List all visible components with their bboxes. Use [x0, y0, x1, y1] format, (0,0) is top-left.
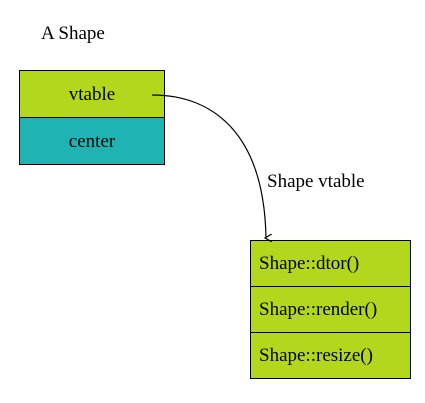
- object-field-vtable: vtable: [19, 70, 165, 118]
- vtable-entry-render-label: Shape::render(): [259, 299, 378, 320]
- shape-object-title: A Shape: [41, 23, 105, 44]
- vtable-entry-dtor-label: Shape::dtor(): [259, 253, 360, 274]
- object-field-center: center: [19, 117, 165, 165]
- vtable-entry-render: Shape::render(): [250, 286, 411, 333]
- object-field-center-label: center: [68, 130, 116, 152]
- object-field-vtable-label: vtable: [68, 83, 116, 105]
- vtable-entry-dtor: Shape::dtor(): [250, 240, 411, 287]
- vtable-pointer-curve: [151, 94, 266, 238]
- vtable-title: Shape vtable: [267, 171, 365, 192]
- vtable-entry-resize: Shape::resize(): [250, 332, 411, 379]
- vtable-entry-resize-label: Shape::resize(): [259, 345, 373, 366]
